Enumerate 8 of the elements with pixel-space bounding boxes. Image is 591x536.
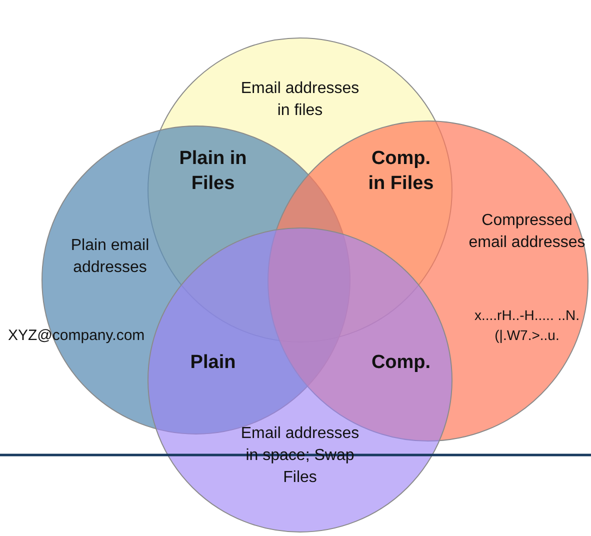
circle-label: Compressed email addresses [468,211,586,253]
overlap-label: Comp. in Files [367,147,435,196]
overlap-label: Plain in Files [178,147,248,196]
overlap-label: Plain [189,351,237,375]
circle-label: Email addresses in files [240,79,360,121]
circle-label: Plain email addresses [70,236,150,278]
overlap-label: Comp. [370,351,432,375]
example-text: x....rH..-H..... ..N.(|.W7.>..u. [474,306,580,345]
